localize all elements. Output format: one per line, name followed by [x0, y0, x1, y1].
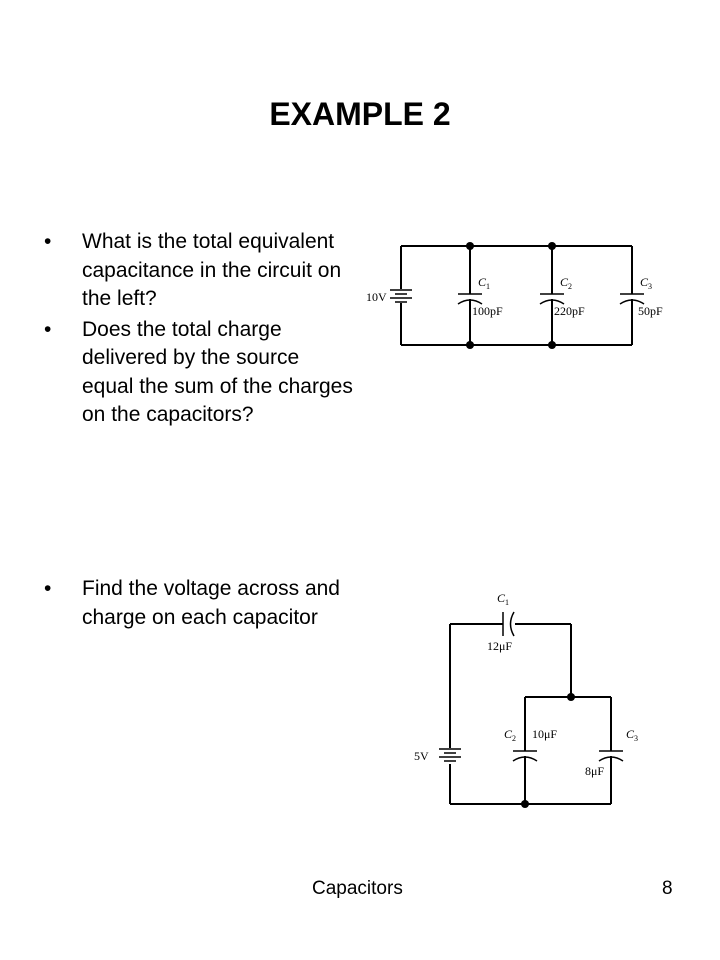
question-list: • What is the total equivalent capacitan…: [44, 228, 354, 430]
capacitor-value: 100pF: [472, 304, 503, 318]
bullet-text: Find the voltage across and charge on ea…: [82, 577, 340, 629]
capacitor-value: 10μF: [532, 727, 557, 741]
capacitor-c1-icon: [502, 611, 515, 637]
capacitor-label: C1: [497, 591, 509, 607]
bullet-dot: •: [44, 230, 52, 253]
capacitor-value: 12μF: [487, 639, 512, 653]
parallel-circuit: 10V C1 100pF C2 220pF C3: [366, 242, 663, 349]
capacitor-c3-icon: [619, 246, 645, 345]
bullet-text: Does the total charge delivered by the s…: [82, 317, 353, 427]
bullet-text: What is the total equivalent capacitance…: [82, 230, 342, 310]
battery-5v-icon: [439, 748, 461, 762]
capacitor-c3-icon: [598, 697, 624, 804]
capacitor-label: C2: [560, 275, 572, 291]
capacitor-c2-icon: [539, 246, 565, 345]
capacitor-value: 8μF: [585, 764, 604, 778]
footer-topic: Capacitors: [312, 878, 403, 899]
capacitor-value: 50pF: [638, 304, 663, 318]
capacitor-label: C2: [504, 727, 516, 743]
bullet-item: • Find the voltage across and charge on …: [44, 575, 354, 632]
capacitor-c2-icon: [512, 697, 538, 804]
node-dot: [466, 341, 474, 349]
bullet-dot: •: [44, 577, 52, 600]
capacitor-label: C3: [626, 727, 638, 743]
task-list: • Find the voltage across and charge on …: [44, 575, 354, 632]
node-dot: [548, 341, 556, 349]
slide-title: EXAMPLE 2: [269, 96, 451, 132]
node-dot: [466, 242, 474, 250]
source-label: 10V: [366, 290, 387, 304]
bullet-item: • Does the total charge delivered by the…: [44, 316, 354, 430]
bullet-dot: •: [44, 317, 52, 341]
bullet-item: • What is the total equivalent capacitan…: [44, 228, 354, 314]
battery-10v-icon: [390, 289, 412, 303]
source-label: 5V: [414, 749, 429, 763]
capacitor-value: 220pF: [554, 304, 585, 318]
capacitor-label: C1: [478, 275, 490, 291]
series-parallel-circuit: C1 12μF 5V C2 10μF: [414, 591, 638, 808]
capacitor-c1-icon: [457, 246, 483, 345]
page-number: 8: [662, 878, 673, 899]
node-dot: [548, 242, 556, 250]
capacitor-label: C3: [640, 275, 652, 291]
